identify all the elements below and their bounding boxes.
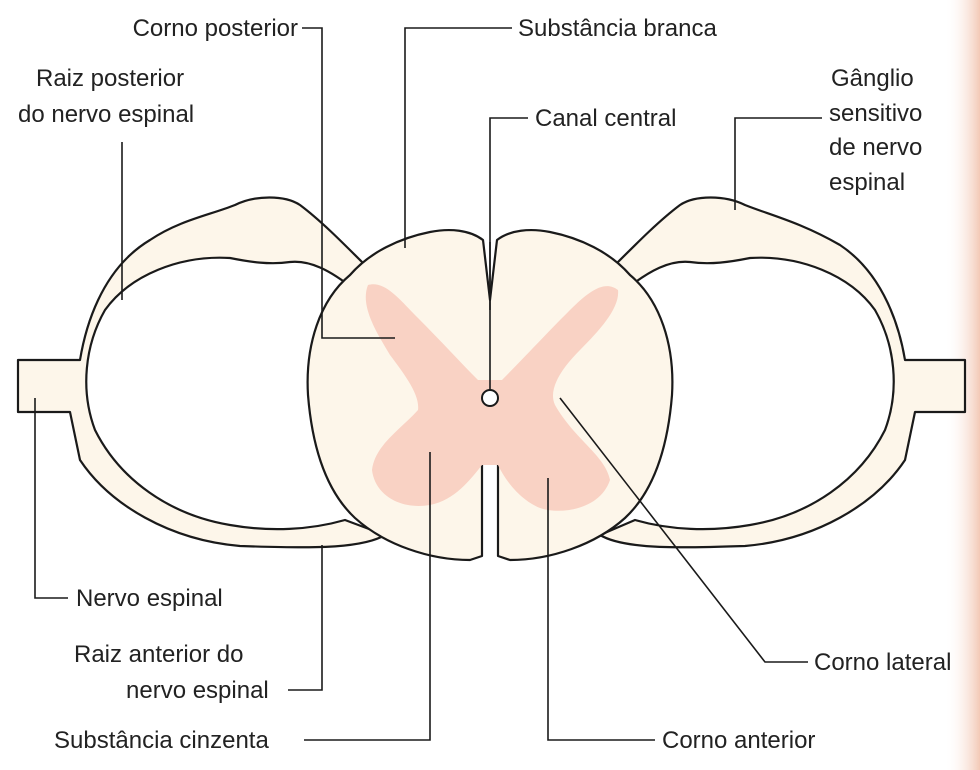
label-substancia-cinzenta: Substância cinzenta xyxy=(54,727,269,754)
label-raiz-posterior-line2: do nervo espinal xyxy=(18,101,194,128)
label-raiz-anterior-line2: nervo espinal xyxy=(126,677,269,704)
label-raiz-anterior-line1: Raiz anterior do xyxy=(74,641,243,668)
leader-nervo-espinal xyxy=(35,398,68,598)
leader-ganglio xyxy=(735,118,822,210)
label-corno-anterior: Corno anterior xyxy=(662,727,815,754)
label-corno-lateral: Corno lateral xyxy=(814,649,951,676)
label-ganglio-line1: Gânglio xyxy=(831,65,914,92)
label-substancia-branca: Substância branca xyxy=(518,15,717,42)
label-ganglio-line2: sensitivo xyxy=(829,100,922,127)
label-nervo-espinal: Nervo espinal xyxy=(76,585,223,612)
label-raiz-posterior-line1: Raiz posterior xyxy=(36,65,184,92)
label-ganglio-line4: espinal xyxy=(829,169,905,196)
leader-raiz-anterior xyxy=(288,545,322,690)
central-canal xyxy=(482,390,498,406)
leader-substancia-branca xyxy=(405,28,512,248)
label-ganglio-line3: de nervo xyxy=(829,134,922,161)
label-corno-posterior: Corno posterior xyxy=(133,15,298,42)
label-canal-central: Canal central xyxy=(535,105,676,132)
